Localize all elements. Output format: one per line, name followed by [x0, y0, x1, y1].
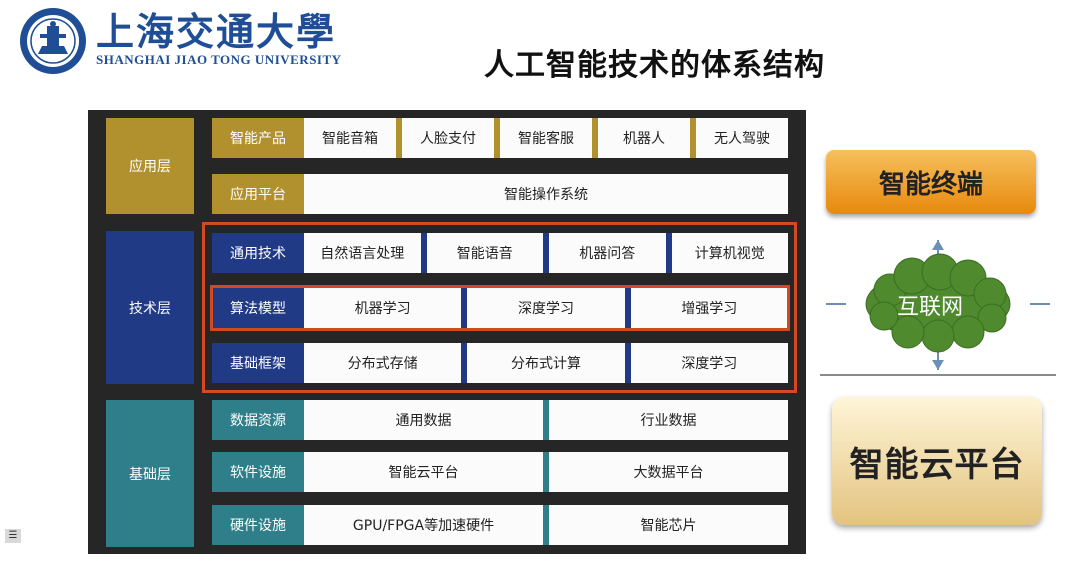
menu-icon[interactable]: ☰ [5, 529, 21, 543]
divider-line [820, 374, 1056, 376]
cell: 深度学习 [467, 288, 625, 328]
row-base-framework: 基础框架 分布式存储 分布式计算 深度学习 [212, 343, 788, 383]
row-label: 智能产品 [212, 118, 304, 158]
cell: 通用数据 [304, 400, 543, 440]
cell: 智能芯片 [549, 505, 788, 545]
row-data-resources: 数据资源 通用数据 行业数据 [212, 400, 788, 440]
smart-cloud-platform-box: 智能云平台 [832, 397, 1042, 525]
cell: 智能语音 [426, 233, 543, 273]
cell: 增强学习 [630, 288, 788, 328]
page-title: 人工智能技术的体系结构 [484, 48, 825, 83]
university-name-en: SHANGHAI JIAO TONG UNIVERSITY [96, 52, 342, 67]
internet-cloud [826, 240, 1050, 370]
row-software-infra: 软件设施 智能云平台 大数据平台 [212, 452, 788, 492]
cell: GPU/FPGA等加速硬件 [304, 505, 543, 545]
cell: 机器学习 [304, 288, 462, 328]
row-label: 算法模型 [212, 288, 304, 328]
cell: 深度学习 [630, 343, 788, 383]
layer-application: 应用层 [106, 118, 194, 214]
smart-terminal-box: 智能终端 [826, 150, 1036, 214]
row-label: 软件设施 [212, 452, 304, 492]
row-hardware-infra: 硬件设施 GPU/FPGA等加速硬件 智能芯片 [212, 505, 788, 545]
cell: 机器问答 [549, 233, 666, 273]
cell: 智能云平台 [304, 452, 543, 492]
row-application-platform: 应用平台 智能操作系统 [212, 174, 788, 214]
cell: 行业数据 [549, 400, 788, 440]
university-name-cn: 上海交通大學 [96, 9, 337, 54]
layer-foundation: 基础层 [106, 400, 194, 547]
row-label: 数据资源 [212, 400, 304, 440]
cell: 自然语言处理 [304, 233, 421, 273]
row-label: 应用平台 [212, 174, 304, 214]
row-algorithm-models: 算法模型 机器学习 深度学习 增强学习 [212, 288, 788, 328]
row-label: 通用技术 [212, 233, 304, 273]
row-general-tech: 通用技术 自然语言处理 智能语音 机器问答 计算机视觉 [212, 233, 788, 273]
university-logo [20, 8, 86, 74]
row-label: 基础框架 [212, 343, 304, 383]
cell: 智能音箱 [304, 118, 396, 158]
layer-technology: 技术层 [106, 231, 194, 384]
cell: 大数据平台 [549, 452, 788, 492]
cell: 智能客服 [500, 118, 592, 158]
row-smart-products: 智能产品 智能音箱 人脸支付 智能客服 机器人 无人驾驶 [212, 118, 788, 158]
cell: 无人驾驶 [696, 118, 788, 158]
cell: 计算机视觉 [671, 233, 788, 273]
cell: 分布式存储 [304, 343, 462, 383]
row-label: 硬件设施 [212, 505, 304, 545]
cell: 人脸支付 [402, 118, 494, 158]
cell: 分布式计算 [467, 343, 625, 383]
internet-label: 互联网 [896, 295, 963, 320]
cell: 智能操作系统 [304, 174, 788, 214]
cell: 机器人 [598, 118, 690, 158]
